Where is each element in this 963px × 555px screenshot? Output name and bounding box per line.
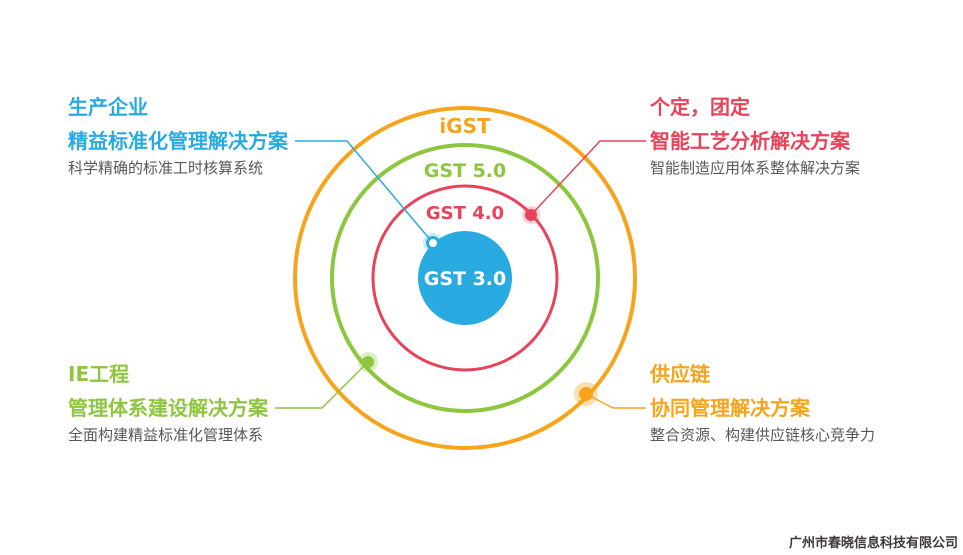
callout-description: 智能制造应用体系整体解决方案: [650, 159, 861, 177]
connector-line-bottom-right: [585, 393, 646, 409]
ring-label-gst5: GST 5.0: [424, 160, 507, 182]
dot-core: [579, 387, 593, 401]
core-gst3: [418, 231, 512, 325]
callout-subtitle: 协同管理解决方案: [650, 396, 810, 420]
callout-title: 个定，团定: [650, 95, 750, 119]
connector-line-top-right: [530, 140, 646, 216]
ring-label-gst3: GST 3.0: [424, 268, 507, 290]
ring-gst5: [330, 143, 600, 413]
dot-core: [362, 356, 374, 368]
company-name: 广州市春晓信息科技有限公司: [788, 536, 958, 551]
callout-description: 整合资源、构建供应链核心竞争力: [650, 426, 876, 444]
ring-label-gst4: GST 4.0: [426, 203, 504, 224]
ring-label-igst: iGST: [439, 114, 491, 138]
callout-supply-chain: 供应链 协同管理解决方案 整合资源、构建供应链核心竞争力: [650, 364, 950, 443]
callout-subtitle: 管理体系建设解决方案: [68, 396, 268, 420]
connector-dot-bottom-left: [358, 352, 378, 372]
callout-title: IE工程: [68, 362, 130, 386]
callout-title: 生产企业: [68, 95, 148, 119]
callout-custom-order: 个定，团定 智能工艺分析解决方案 智能制造应用体系整体解决方案: [650, 97, 950, 176]
callout-subtitle: 精益标准化管理解决方案: [68, 129, 288, 153]
callout-production-enterprise: 生产企业 精益标准化管理解决方案 科学精确的标准工时核算系统: [68, 97, 368, 176]
connector-line-top-left: [295, 140, 434, 244]
connector-dot-bottom-right: [574, 382, 598, 406]
connector-dot-top-right: [522, 206, 540, 224]
callout-description: 科学精确的标准工时核算系统: [68, 159, 264, 177]
callout-subtitle: 智能工艺分析解决方案: [650, 129, 850, 153]
callout-description: 全面构建精益标准化管理体系: [68, 426, 264, 444]
connector-dot-top-left: [423, 233, 443, 253]
dot-core: [525, 209, 537, 221]
connector-line-bottom-left: [275, 361, 369, 409]
callout-ie-engineering: IE工程 管理体系建设解决方案 全面构建精益标准化管理体系: [68, 364, 368, 443]
ring-igst: [293, 106, 637, 450]
callout-title: 供应链: [650, 362, 710, 386]
dot-core: [426, 236, 440, 250]
ring-gst4: [371, 184, 559, 372]
